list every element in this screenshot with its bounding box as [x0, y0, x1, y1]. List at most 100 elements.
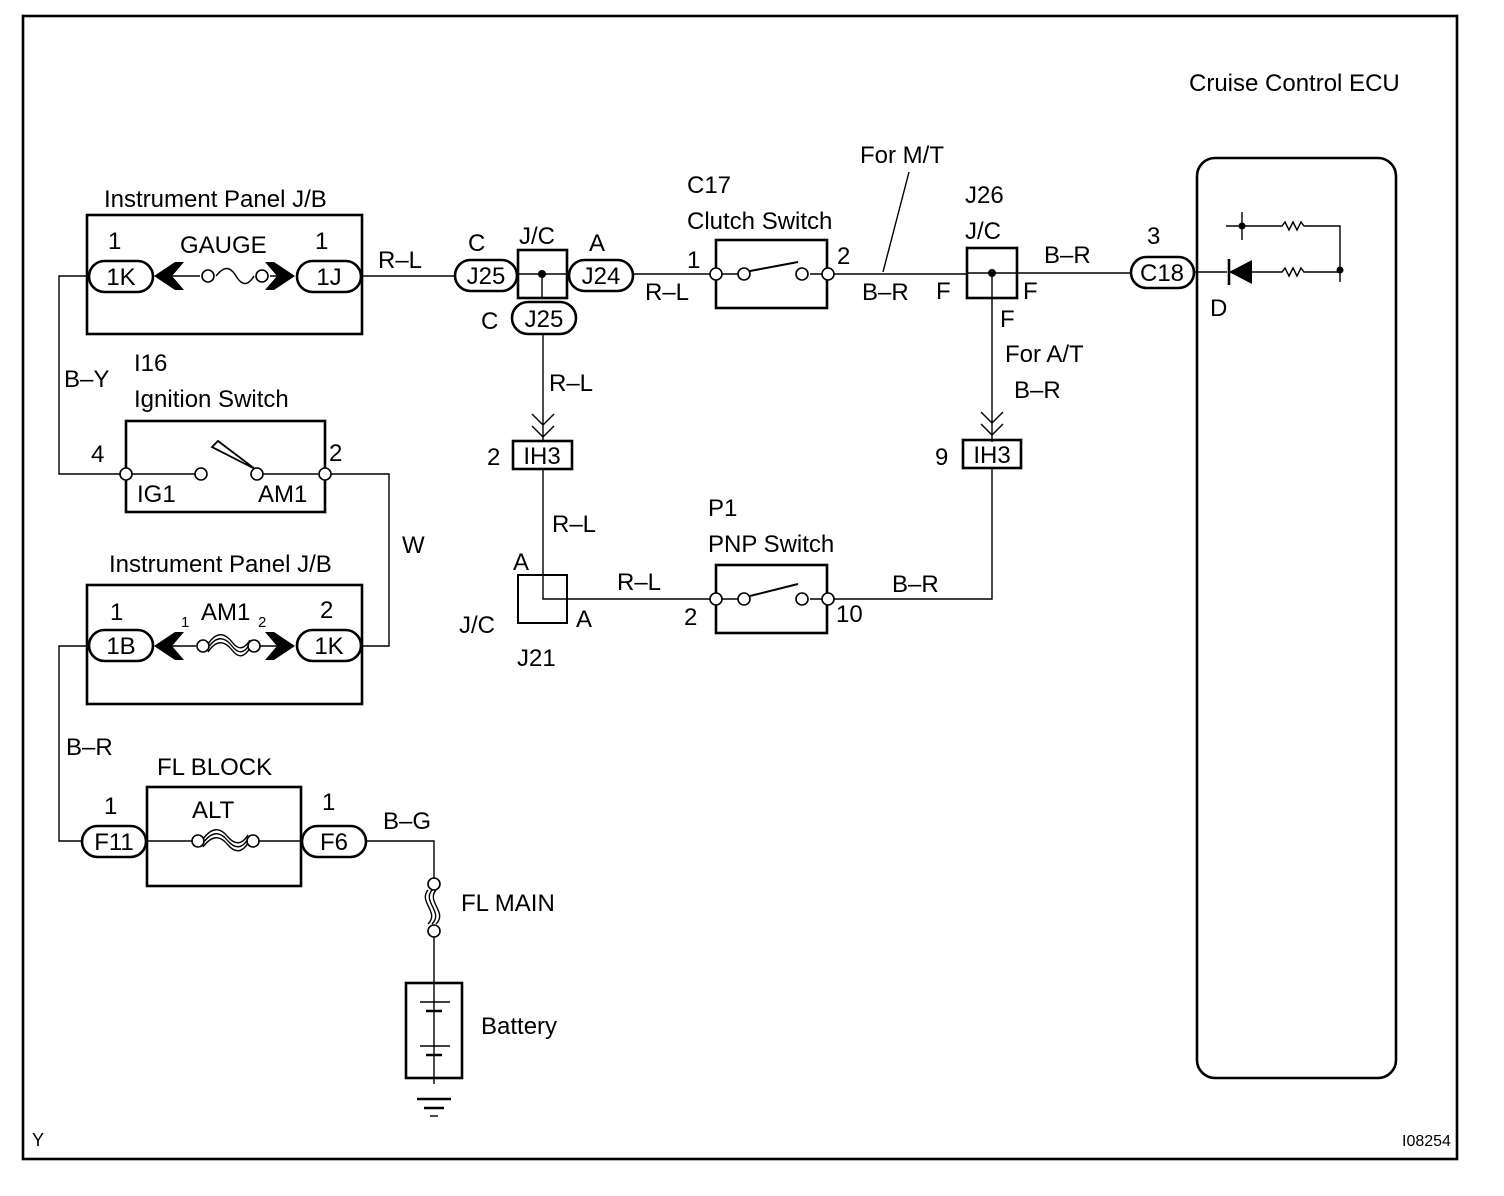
splice-point	[538, 270, 546, 278]
wire-rl-j21-label: R–L	[552, 511, 596, 538]
connector-arrow-icon	[980, 411, 1004, 436]
j21-right-letter: A	[576, 606, 592, 633]
jb-am1-left-pin: 1	[110, 599, 123, 626]
jb-gauge-left-pin: 1	[108, 228, 121, 255]
jb-gauge-title: Instrument Panel J/B	[104, 186, 327, 213]
gauge-fuse-icon	[154, 262, 295, 290]
ecu-title: Cruise Control ECU	[1189, 70, 1400, 97]
for-at-label: For A/T	[1005, 341, 1084, 368]
wire-by	[58, 275, 120, 475]
connector-arrow-icon	[531, 413, 555, 438]
clutch-switch-contact-icon	[709, 261, 835, 281]
connector-j24	[567, 258, 635, 293]
wire-by-label: B–Y	[64, 366, 109, 393]
wire-br-ecu-label: B–R	[1044, 242, 1091, 269]
j21-code: J21	[517, 645, 556, 672]
frame-corner-left: Y	[32, 1130, 44, 1150]
ignition-terminal-am1: AM1	[258, 481, 307, 508]
pnp-code: P1	[708, 495, 737, 522]
gauge-fuse-label: GAUGE	[180, 232, 267, 259]
connector-j25-bottom	[510, 300, 578, 336]
jc-bottom-letter: C	[481, 308, 498, 335]
connector-c18-label: C18	[1140, 260, 1184, 287]
j26-left-letter: F	[936, 278, 951, 305]
wire-br-pnp	[834, 468, 993, 600]
diagram-frame	[21, 14, 1459, 1161]
connector-1k-am1-label: 1K	[314, 633, 343, 660]
fl-block-left-pin: 1	[104, 793, 117, 820]
j26-code: J26	[965, 182, 1004, 209]
ecu-terminal-d: D	[1210, 295, 1227, 322]
j26-right-letter: F	[1023, 278, 1038, 305]
fl-main-fusible-link-icon	[366, 840, 441, 938]
wire-br-pnp-label: B–R	[892, 571, 939, 598]
jb-am1-right-pin: 2	[320, 597, 333, 624]
am1-fuse-pin-right: 2	[258, 614, 266, 631]
jb-am1-title: Instrument Panel J/B	[109, 551, 332, 578]
wire-rl-top-label: R–L	[378, 247, 422, 274]
fl-block-box	[145, 785, 303, 888]
fl-block-right-pin: 1	[322, 789, 335, 816]
fl-main-label: FL MAIN	[461, 890, 555, 917]
ih3-left-pin: 2	[487, 444, 500, 471]
wire-rl-vert-label: R–L	[549, 370, 593, 397]
wire-br-left-label: B–R	[66, 734, 113, 761]
wire-rl-j21	[542, 469, 710, 600]
jb-gauge-right-pin: 1	[315, 228, 328, 255]
connector-f11-label: F11	[94, 829, 134, 856]
ignition-terminal-ig1: IG1	[137, 481, 176, 508]
ignition-right-pin: 2	[329, 440, 342, 467]
am1-fuse-pin-left: 1	[181, 614, 189, 631]
connector-1b-label: 1B	[106, 633, 135, 660]
j21-box	[517, 574, 568, 624]
jc-right-letter: A	[589, 230, 605, 257]
connector-ih3-right-label: IH3	[973, 442, 1010, 469]
wire-br-left	[58, 645, 89, 842]
connector-f6-label: F6	[320, 829, 348, 856]
wire-rl-j24-label: R–L	[645, 279, 689, 306]
battery-label: Battery	[481, 1013, 557, 1040]
connector-j25-left-label: J25	[467, 263, 506, 290]
wire-bg-label: B–G	[383, 808, 431, 835]
resistor-icon	[1226, 220, 1341, 282]
resistor-icon	[1252, 266, 1340, 278]
am1-fuse-icon	[154, 632, 295, 660]
pnp-left-pin: 2	[684, 604, 697, 631]
wire-w-label: W	[402, 532, 425, 559]
figure-id: I08254	[1402, 1133, 1451, 1150]
ih3-right-pin: 9	[935, 444, 948, 471]
connector-ih3-left-label: IH3	[523, 443, 560, 470]
wire-rl-pnp-label: R–L	[617, 569, 661, 596]
clutch-title: Clutch Switch	[687, 208, 832, 235]
splice-point	[988, 269, 996, 277]
j21-top-letter: A	[513, 549, 529, 576]
alt-fuse-icon	[146, 829, 301, 852]
pnp-switch-contact-icon	[709, 583, 835, 606]
wire-br-at-label: B–R	[1014, 377, 1061, 404]
for-mt-leader	[882, 171, 910, 273]
connector-j25-bottom-label: J25	[525, 306, 564, 333]
jc-title: J/C	[519, 223, 555, 250]
clutch-code: C17	[687, 172, 731, 199]
alt-fuse-label: ALT	[192, 797, 235, 824]
clutch-right-pin: 2	[837, 243, 850, 270]
connector-j25-left	[453, 258, 519, 293]
ecu-box	[1195, 156, 1398, 1080]
connector-1k-gauge-label: 1K	[106, 264, 135, 291]
ignition-left-pin: 4	[91, 441, 104, 468]
am1-fuse-label: AM1	[201, 599, 250, 626]
connector-j24-label: J24	[582, 263, 621, 290]
fl-block-title: FL BLOCK	[157, 754, 272, 781]
connector-1j-label: 1J	[316, 264, 341, 291]
wire-br-clutch-label: B–R	[862, 279, 909, 306]
ignition-code: I16	[134, 350, 167, 377]
pnp-right-pin: 10	[836, 601, 863, 628]
j21-title: J/C	[459, 612, 495, 639]
ecu-internal-circuit	[1199, 212, 1344, 285]
battery-icon	[404, 937, 464, 1117]
for-mt-label: For M/T	[860, 142, 944, 169]
ignition-switch-box	[124, 419, 327, 514]
ignition-title: Ignition Switch	[134, 386, 289, 413]
j26-bottom-letter: F	[1000, 306, 1015, 333]
